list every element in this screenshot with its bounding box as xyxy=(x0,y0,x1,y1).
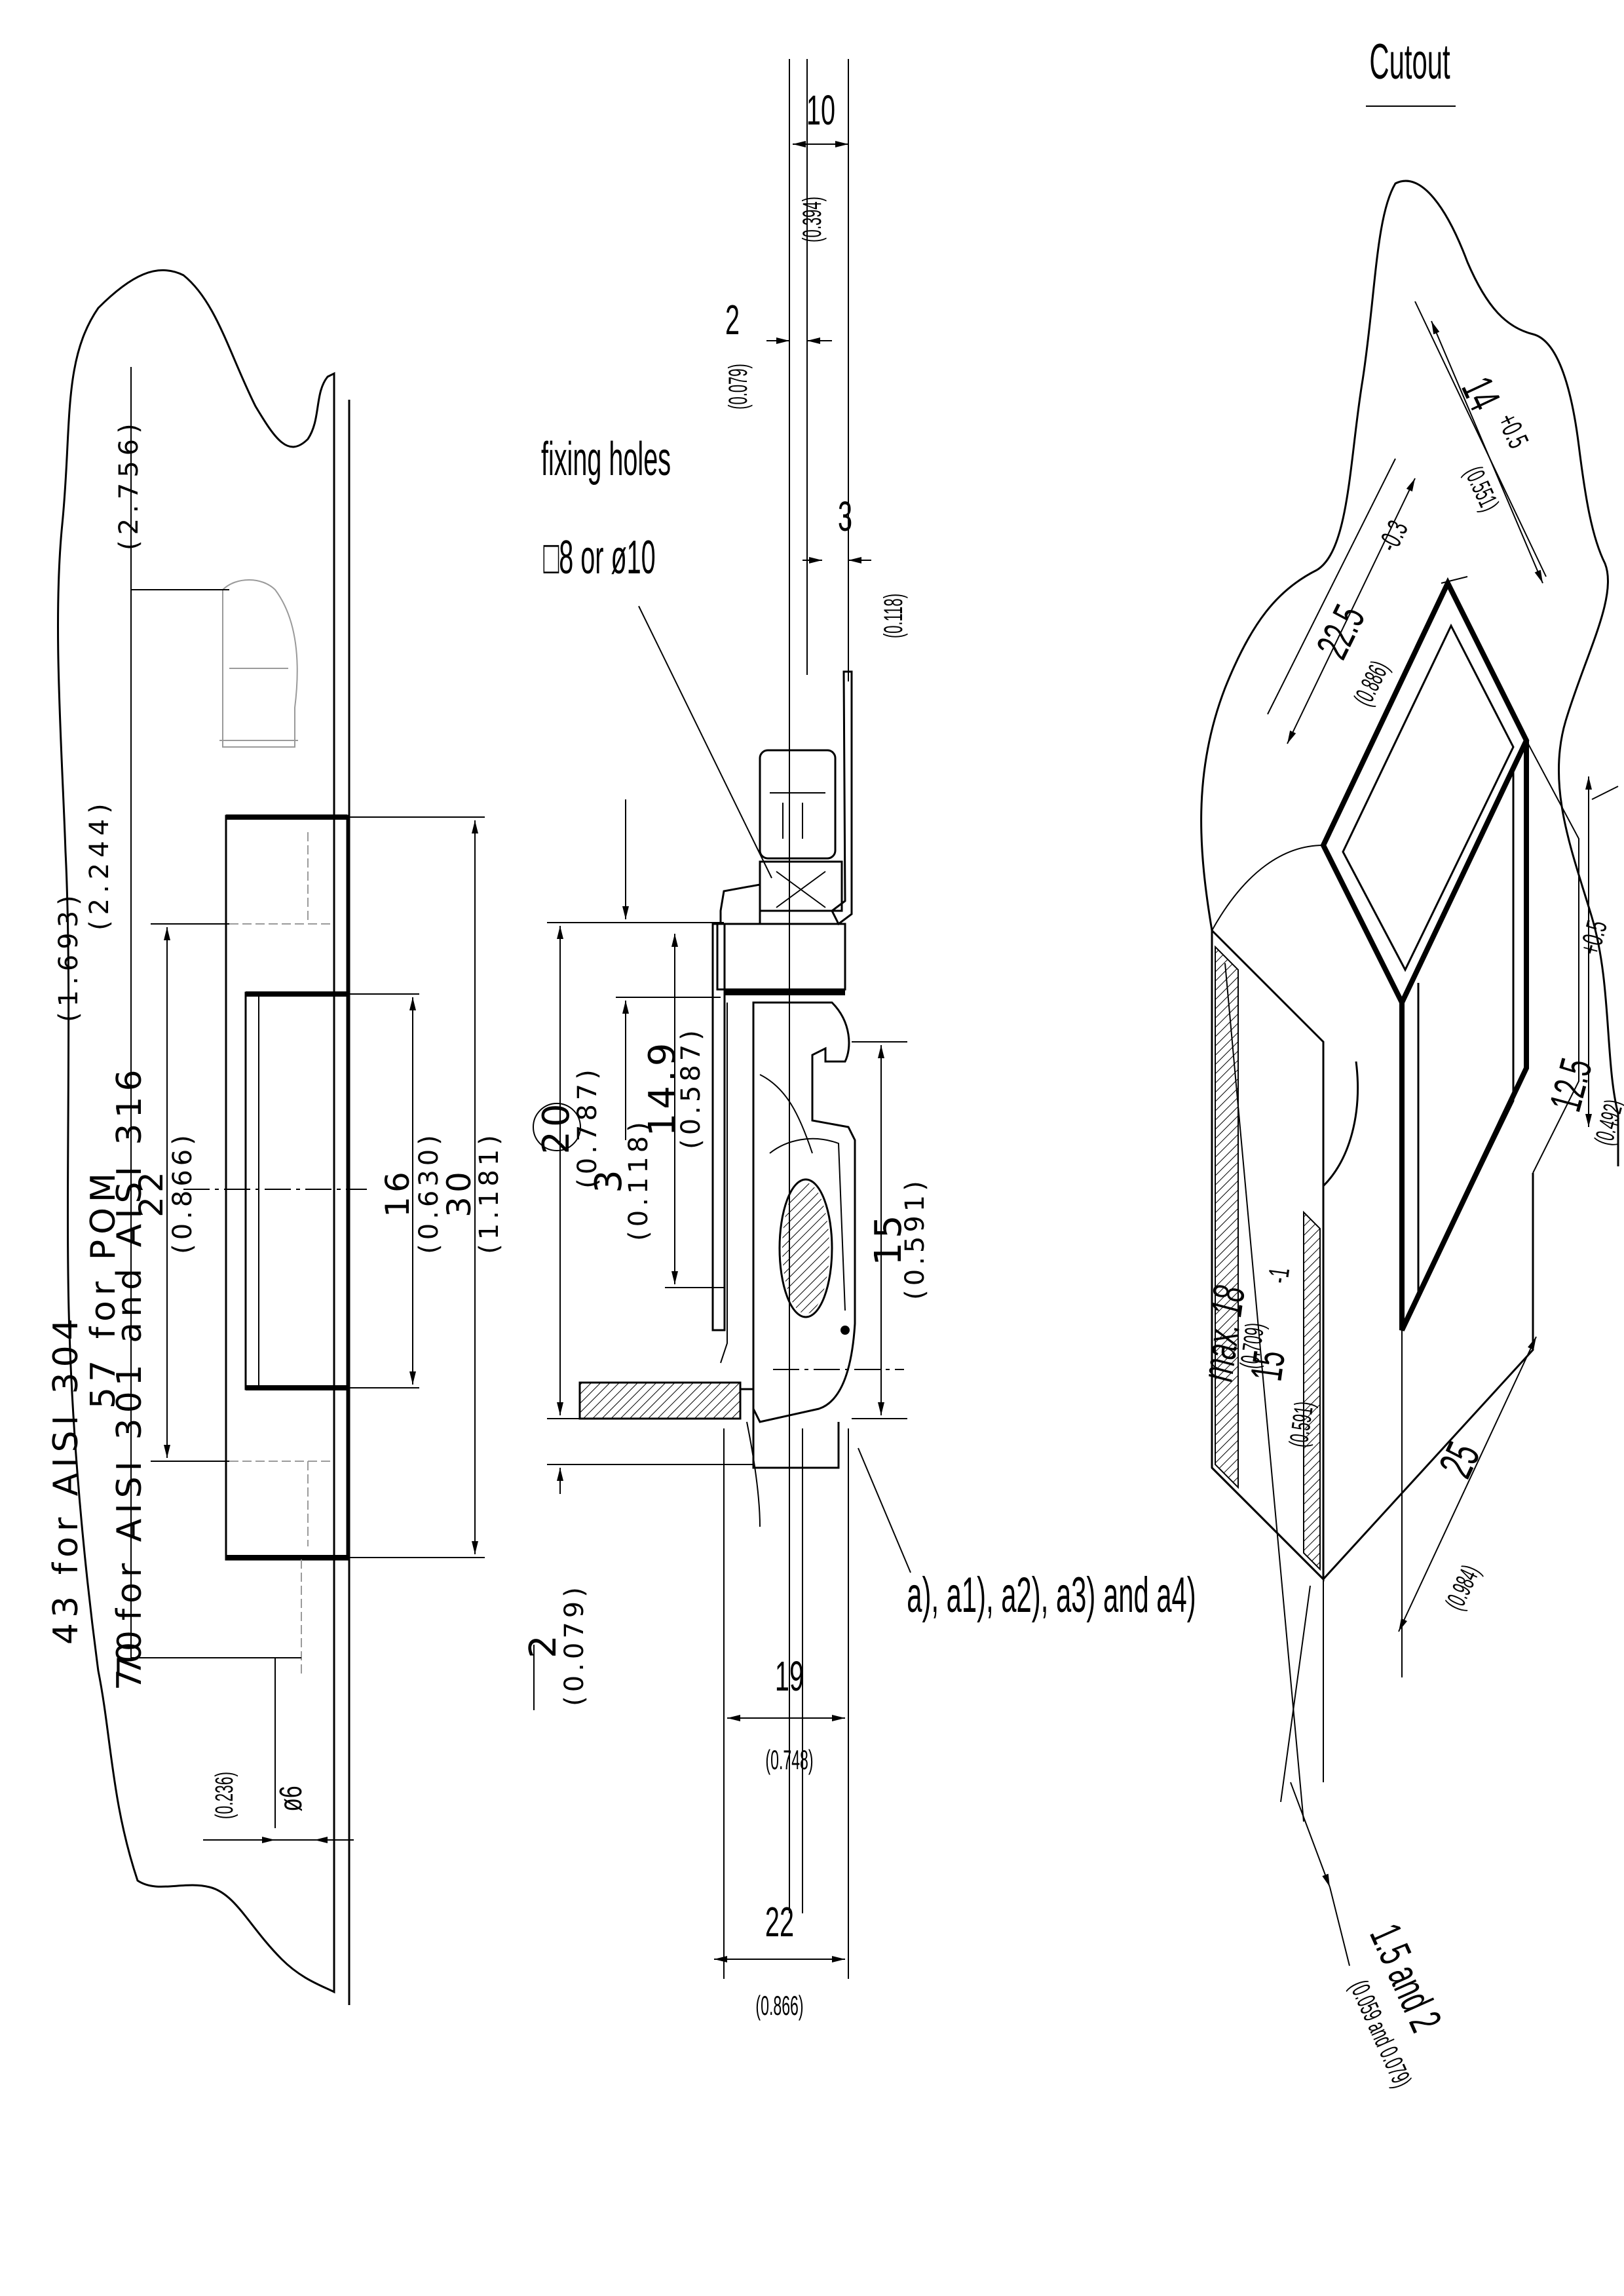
dim-12-5-in: (0.492) xyxy=(1589,1096,1624,1148)
dim-25-in: (0.984) xyxy=(1439,1561,1485,1615)
dim-14-in: (0.551) xyxy=(1459,462,1505,516)
middle-view: 10 (0.394) 2 (0.079) 3 (0.118) fixing ho… xyxy=(522,59,1196,2021)
lock-housing xyxy=(225,814,349,1561)
dim-22-5-in: (0.886) xyxy=(1348,657,1395,710)
dim-19-in: (0.748) xyxy=(765,1745,813,1776)
dim-15-label: 15 xyxy=(867,1211,910,1265)
housing-left-wall xyxy=(711,923,726,1331)
material-line2-in: (2.244) xyxy=(85,798,115,930)
dim-d6-in: (0.236) xyxy=(210,1772,238,1819)
dim-22-in: (0.866) xyxy=(168,1131,198,1254)
dim-22-5-label: 22.5 xyxy=(1306,598,1374,666)
broken-outline xyxy=(57,269,335,1994)
dim-12-5-label: 12.5 xyxy=(1539,1053,1601,1116)
material-line3-in: (2.756) xyxy=(114,418,144,550)
dim-22-mid-label: 22 xyxy=(765,1900,794,1946)
leader-fixing-holes xyxy=(638,605,772,879)
dim-line-14-cutout xyxy=(1431,320,1543,584)
dim-line-25 xyxy=(1398,1336,1537,1632)
housing-lower xyxy=(740,1388,840,1469)
upper-plate xyxy=(719,883,761,925)
dim-14-9-label: 14.9 xyxy=(641,1039,684,1137)
panel-section-hatch xyxy=(1215,945,1239,1489)
dim-line-22-5 xyxy=(1287,478,1416,744)
dim-30-in: (1.181) xyxy=(474,1131,504,1254)
dim-25-label: 25 xyxy=(1429,1434,1490,1485)
material-line1: 43 for AISI 304 xyxy=(47,1313,86,1645)
dim-d6-label: ø6 xyxy=(273,1786,308,1811)
dim-10-in: (0.394) xyxy=(797,197,827,242)
spindle xyxy=(778,1178,833,1318)
fixing-holes-line1: fixing holes xyxy=(541,433,671,486)
cutout-title-group: Cutout xyxy=(1366,33,1456,107)
spindle-dot xyxy=(840,1326,850,1335)
dim-3-side-label: 3 xyxy=(588,1166,630,1193)
dim-line-thk-a xyxy=(1290,1782,1331,1888)
dim-70-label: 70 xyxy=(111,1626,149,1676)
dim-22-5-tol: -0.3 xyxy=(1372,516,1414,557)
material-line2: 57 for POM xyxy=(84,1168,123,1409)
housing-upper xyxy=(716,923,846,991)
cutout-title: Cutout xyxy=(1369,33,1450,90)
leader-variants xyxy=(858,1447,911,1573)
dim-2-top-label: 2 xyxy=(725,297,740,344)
variants-label: a), a1), a2), a3) and a4) xyxy=(907,1567,1196,1623)
dim-2-top-in: (0.079) xyxy=(723,364,753,410)
dim-15-cutout-label: 15 xyxy=(1241,1347,1294,1384)
hidden-cam-outline xyxy=(222,579,298,748)
cutout-view: 14 +0.5 (0.551) 22.5 -0.3 (0.886) 12.5 +… xyxy=(1192,180,1624,2092)
dim-2-side-label: 2 xyxy=(522,1631,565,1658)
dim-15-cutout-tol: -1 xyxy=(1261,1265,1296,1285)
latch-bar xyxy=(578,1381,742,1420)
lock-window xyxy=(244,991,349,1390)
dim-3-top-in: (0.118) xyxy=(878,594,908,638)
dim-3-side-in: (0.118) xyxy=(624,1118,654,1241)
dim-14-tol: +0.5 xyxy=(1491,408,1535,453)
dim-15-cutout-in: (0.591) xyxy=(1283,1400,1319,1449)
cutout-broken-outline-top xyxy=(1200,180,1619,1166)
dim-30-label: 30 xyxy=(440,1168,478,1217)
reference-circle xyxy=(533,1103,581,1151)
cutout-opening-side xyxy=(1399,740,1529,1331)
dim-20-label: 20 xyxy=(535,1100,578,1154)
left-view: 43 for AISI 304 (1.693) 57 for POM (2.24… xyxy=(47,269,504,2005)
dim-22-mid-in: (0.866) xyxy=(755,1991,803,2021)
screw-detail xyxy=(770,792,825,839)
dim-2-side-in: (0.079) xyxy=(559,1583,590,1706)
dim-14-label: 14 xyxy=(1452,370,1510,417)
panel-bottom-edge xyxy=(1322,1173,1534,1580)
dim-16-label: 16 xyxy=(379,1168,417,1217)
cam-body xyxy=(752,1001,856,1423)
washer xyxy=(759,860,843,912)
material-line3: 70 for AISI 301 and AISI 316 xyxy=(110,1064,149,1691)
hidden-cam-lines xyxy=(219,668,298,741)
dim-max18-in: (0.709) xyxy=(1234,1321,1270,1370)
dim-14-9-in: (0.587) xyxy=(676,1026,706,1149)
dim-16-in: (0.630) xyxy=(414,1131,444,1254)
fixing-holes-line2: □8 or ø10 xyxy=(543,531,655,584)
dim-19-label: 19 xyxy=(775,1654,804,1700)
dim-3-top-label: 3 xyxy=(838,494,852,541)
material-line1-in: (1.693) xyxy=(54,890,84,1022)
dim-22-label: 22 xyxy=(132,1168,170,1217)
dim-10-label: 10 xyxy=(806,88,835,134)
screw-head xyxy=(759,749,837,860)
dim-15-in: (0.591) xyxy=(900,1177,930,1300)
dim-20-in: (0.787) xyxy=(573,1065,603,1189)
